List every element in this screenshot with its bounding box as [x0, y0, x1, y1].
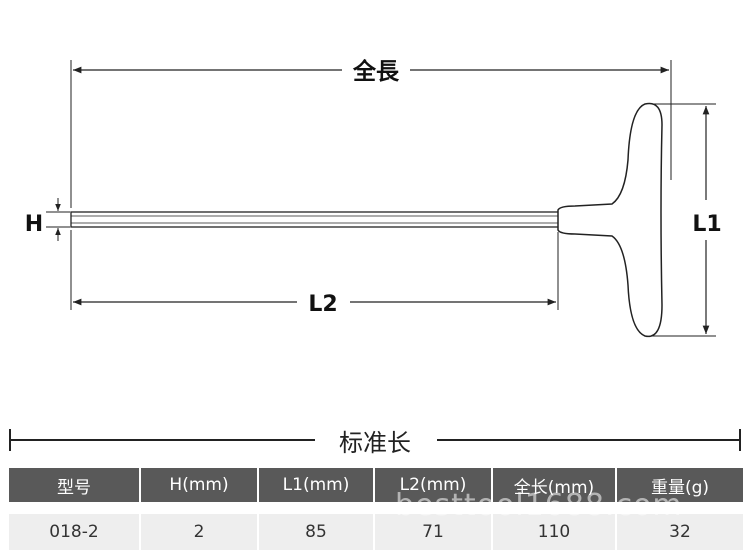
cell-l2: 71	[375, 514, 491, 550]
header-l1: L1(mm)	[259, 468, 373, 502]
h-label: H	[25, 212, 43, 237]
left-rule	[9, 439, 315, 441]
header-model: 型号	[9, 468, 139, 502]
l1-label: L1	[692, 212, 721, 237]
h-dimension: H	[25, 198, 70, 241]
header-overall-length: 全长(mm)	[493, 468, 615, 502]
header-weight: 重量(g)	[617, 468, 743, 502]
cell-h: 2	[141, 514, 257, 550]
overall-length-dimension: 全長	[70, 58, 672, 208]
spec-table: 型号 H(mm) L1(mm) L2(mm) 全长(mm) 重量(g) 018-…	[7, 468, 745, 550]
table-spacer	[9, 502, 743, 514]
header-l2: L2(mm)	[375, 468, 491, 502]
cell-model: 018-2	[9, 514, 139, 550]
l2-dimension: L2	[70, 230, 559, 317]
section-title-bar: 标准长	[0, 420, 750, 460]
right-tick	[739, 429, 741, 451]
t-handle-hex-key-diagram: 全長 H L2 L1	[25, 58, 722, 338]
table-header-row: 型号 H(mm) L1(mm) L2(mm) 全长(mm) 重量(g)	[9, 468, 743, 502]
right-rule	[437, 439, 741, 441]
tool-t-handle	[557, 102, 663, 338]
table-row: 018-2 2 85 71 110 32	[9, 514, 743, 550]
cell-weight: 32	[617, 514, 743, 550]
overall-length-label: 全長	[352, 58, 400, 85]
header-h: H(mm)	[141, 468, 257, 502]
cell-l1: 85	[259, 514, 373, 550]
tool-shaft	[70, 211, 564, 228]
cell-overall-length: 110	[493, 514, 615, 550]
section-title: 标准长	[339, 429, 411, 457]
l1-dimension: L1	[652, 103, 722, 337]
l2-label: L2	[308, 292, 337, 317]
